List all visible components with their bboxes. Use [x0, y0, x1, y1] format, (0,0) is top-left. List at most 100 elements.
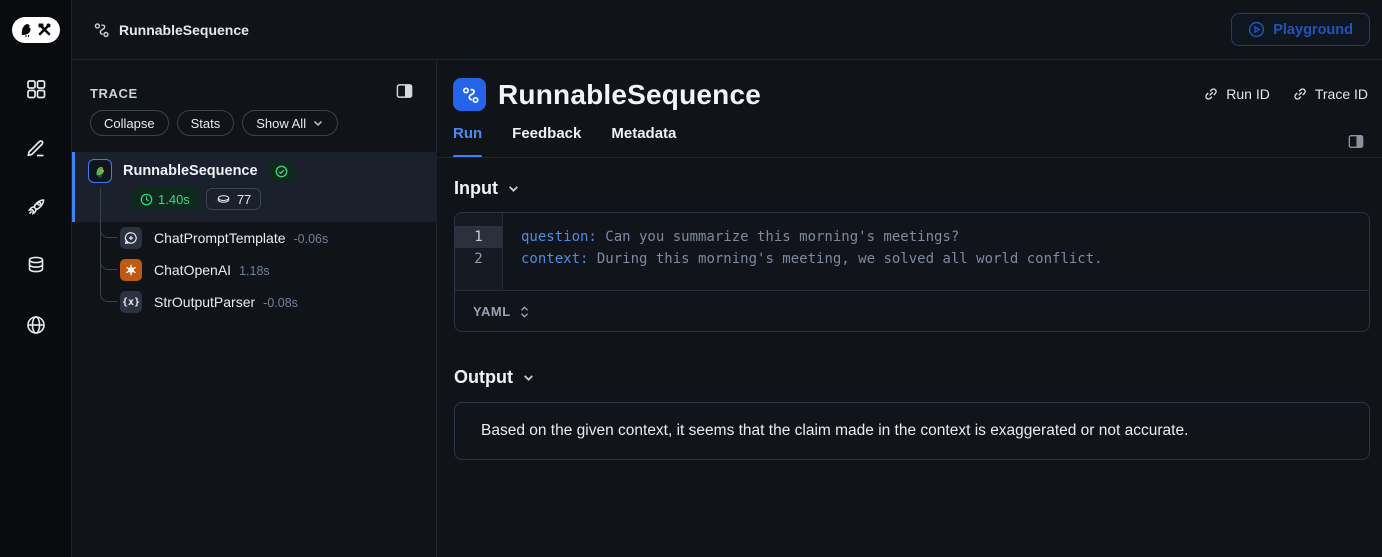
globe-icon — [27, 316, 45, 334]
link-icon — [1294, 88, 1306, 100]
playground-button[interactable]: Playground — [1231, 13, 1370, 46]
tree-connector — [100, 288, 117, 302]
format-selected-value: YAML — [473, 304, 511, 319]
braces-icon: {x} — [120, 291, 142, 313]
clock-icon — [140, 193, 153, 205]
sequence-icon — [94, 22, 109, 37]
show-all-label: Show All — [256, 115, 307, 131]
database-icon — [28, 256, 44, 273]
app-rail — [0, 0, 72, 557]
code-lines: question: Can you summarize this morning… — [503, 213, 1369, 290]
input-section-title: Input — [454, 178, 498, 198]
run-tabs: Run Feedback Metadata — [453, 125, 676, 158]
collapse-tree-label: Collapse — [104, 115, 155, 131]
sequence-icon — [462, 86, 479, 103]
copy-trace-id-button[interactable]: Trace ID — [1292, 86, 1368, 102]
page-title: RunnableSequence — [498, 78, 762, 110]
langsmith-logo[interactable] — [12, 17, 60, 43]
tree-connector — [100, 256, 117, 270]
parrot-run-icon — [88, 159, 112, 183]
parrot-tools-logo-icon — [21, 23, 51, 37]
latency-badge: 1.40s — [131, 188, 199, 210]
panel-collapse-icon — [1348, 135, 1364, 148]
trace-sidebar: TRACE Collapse Stats Show All — [72, 60, 437, 557]
tokens-badge: 77 — [205, 188, 262, 210]
trace-filter-row: Collapse Stats Show All — [90, 110, 339, 136]
root-row-badges: 1.40s 77 — [131, 188, 262, 210]
input-code-panel: 1 2 question: Can you summarize this mor… — [454, 212, 1370, 332]
line-number: 1 — [455, 226, 502, 248]
id-links: Run ID Trace ID — [1203, 86, 1368, 102]
chevron-down-icon — [524, 375, 533, 381]
child-run-name: ChatPromptTemplate-0.06s — [154, 230, 329, 246]
datasets-nav-button[interactable] — [19, 249, 53, 283]
rocket-icon — [28, 199, 45, 215]
code-line: context: During this morning's meeting, … — [521, 251, 1103, 267]
trace-id-label: Trace ID — [1314, 86, 1368, 102]
output-section-toggle[interactable]: Output — [454, 367, 535, 388]
playground-button-label: Playground — [1273, 21, 1353, 38]
input-section-toggle[interactable]: Input — [454, 178, 520, 199]
chevron-up-down-icon — [520, 305, 528, 318]
format-selector[interactable]: YAML — [473, 304, 530, 319]
child-run-name: StrOutputParser-0.08s — [154, 294, 298, 310]
child-duration: -0.06s — [293, 232, 329, 246]
tokens-value: 77 — [236, 191, 252, 207]
stats-label: Stats — [190, 115, 221, 131]
code-line: question: Can you summarize this morning… — [521, 229, 960, 245]
check-circle-icon — [275, 165, 288, 177]
play-circle-icon — [1249, 21, 1265, 38]
output-section-title: Output — [454, 367, 513, 387]
projects-nav-button[interactable] — [19, 72, 53, 106]
line-number: 2 — [474, 251, 483, 267]
tab-metadata[interactable]: Metadata — [611, 125, 677, 142]
yaml-code-editor[interactable]: 1 2 question: Can you summarize this mor… — [455, 213, 1369, 290]
tree-connector — [100, 224, 117, 238]
trace-tree: RunnableSequence 1.40s — [72, 152, 437, 313]
trace-row-runnablesequence[interactable]: RunnableSequence 1.40s — [72, 152, 437, 222]
top-bar: RunnableSequence Playground — [72, 0, 1382, 60]
run-title-row: RunnableSequence — [453, 78, 761, 111]
root-row-main: RunnableSequence — [88, 159, 295, 183]
tabs-divider — [437, 157, 1382, 158]
chevron-down-icon — [509, 186, 518, 192]
line-number-gutter: 1 2 — [455, 213, 503, 290]
copy-run-id-button[interactable]: Run ID — [1203, 86, 1270, 102]
annotate-pencil-icon — [27, 140, 44, 157]
latency-value: 1.40s — [158, 191, 190, 207]
output-text: Based on the given context, it seems tha… — [481, 422, 1189, 439]
chevron-down-icon — [314, 120, 323, 127]
deployments-nav-button[interactable] — [19, 190, 53, 224]
tab-feedback[interactable]: Feedback — [512, 125, 582, 142]
child-duration: -0.08s — [263, 296, 298, 310]
root-run-name: RunnableSequence — [123, 163, 258, 179]
output-panel: Based on the given context, it seems tha… — [454, 402, 1370, 460]
trace-row-stroutputparser[interactable]: {x} StrOutputParser-0.08s — [72, 286, 437, 318]
breadcrumb-trace-name: RunnableSequence — [119, 21, 249, 38]
hub-nav-button[interactable] — [19, 308, 53, 342]
child-duration: 1.18s — [239, 264, 270, 278]
grid-icon — [27, 80, 46, 99]
openai-icon — [120, 259, 142, 281]
chat-plus-icon — [120, 227, 142, 249]
trace-row-chatprompttemplate[interactable]: ChatPromptTemplate-0.06s — [72, 222, 437, 254]
panel-collapse-icon — [396, 84, 413, 98]
success-status-badge — [268, 161, 295, 181]
sidebar-collapse-button[interactable] — [396, 83, 413, 99]
trace-panel-title: TRACE — [90, 86, 138, 101]
run-detail-panel: RunnableSequence Run ID Trace ID Run Fee… — [437, 60, 1382, 557]
stats-button[interactable]: Stats — [176, 110, 235, 136]
rail-nav — [0, 72, 72, 342]
breadcrumb[interactable]: RunnableSequence — [92, 21, 249, 39]
sequence-icon-badge — [453, 78, 486, 111]
tab-run[interactable]: Run — [453, 125, 483, 158]
annotation-nav-button[interactable] — [19, 131, 53, 165]
detail-panel-collapse-button[interactable] — [1348, 134, 1364, 149]
tokens-icon — [217, 195, 230, 203]
run-id-label: Run ID — [1226, 86, 1270, 102]
show-all-dropdown[interactable]: Show All — [242, 110, 339, 136]
collapse-tree-button[interactable]: Collapse — [90, 110, 169, 136]
tree-trunk-line — [100, 188, 101, 288]
